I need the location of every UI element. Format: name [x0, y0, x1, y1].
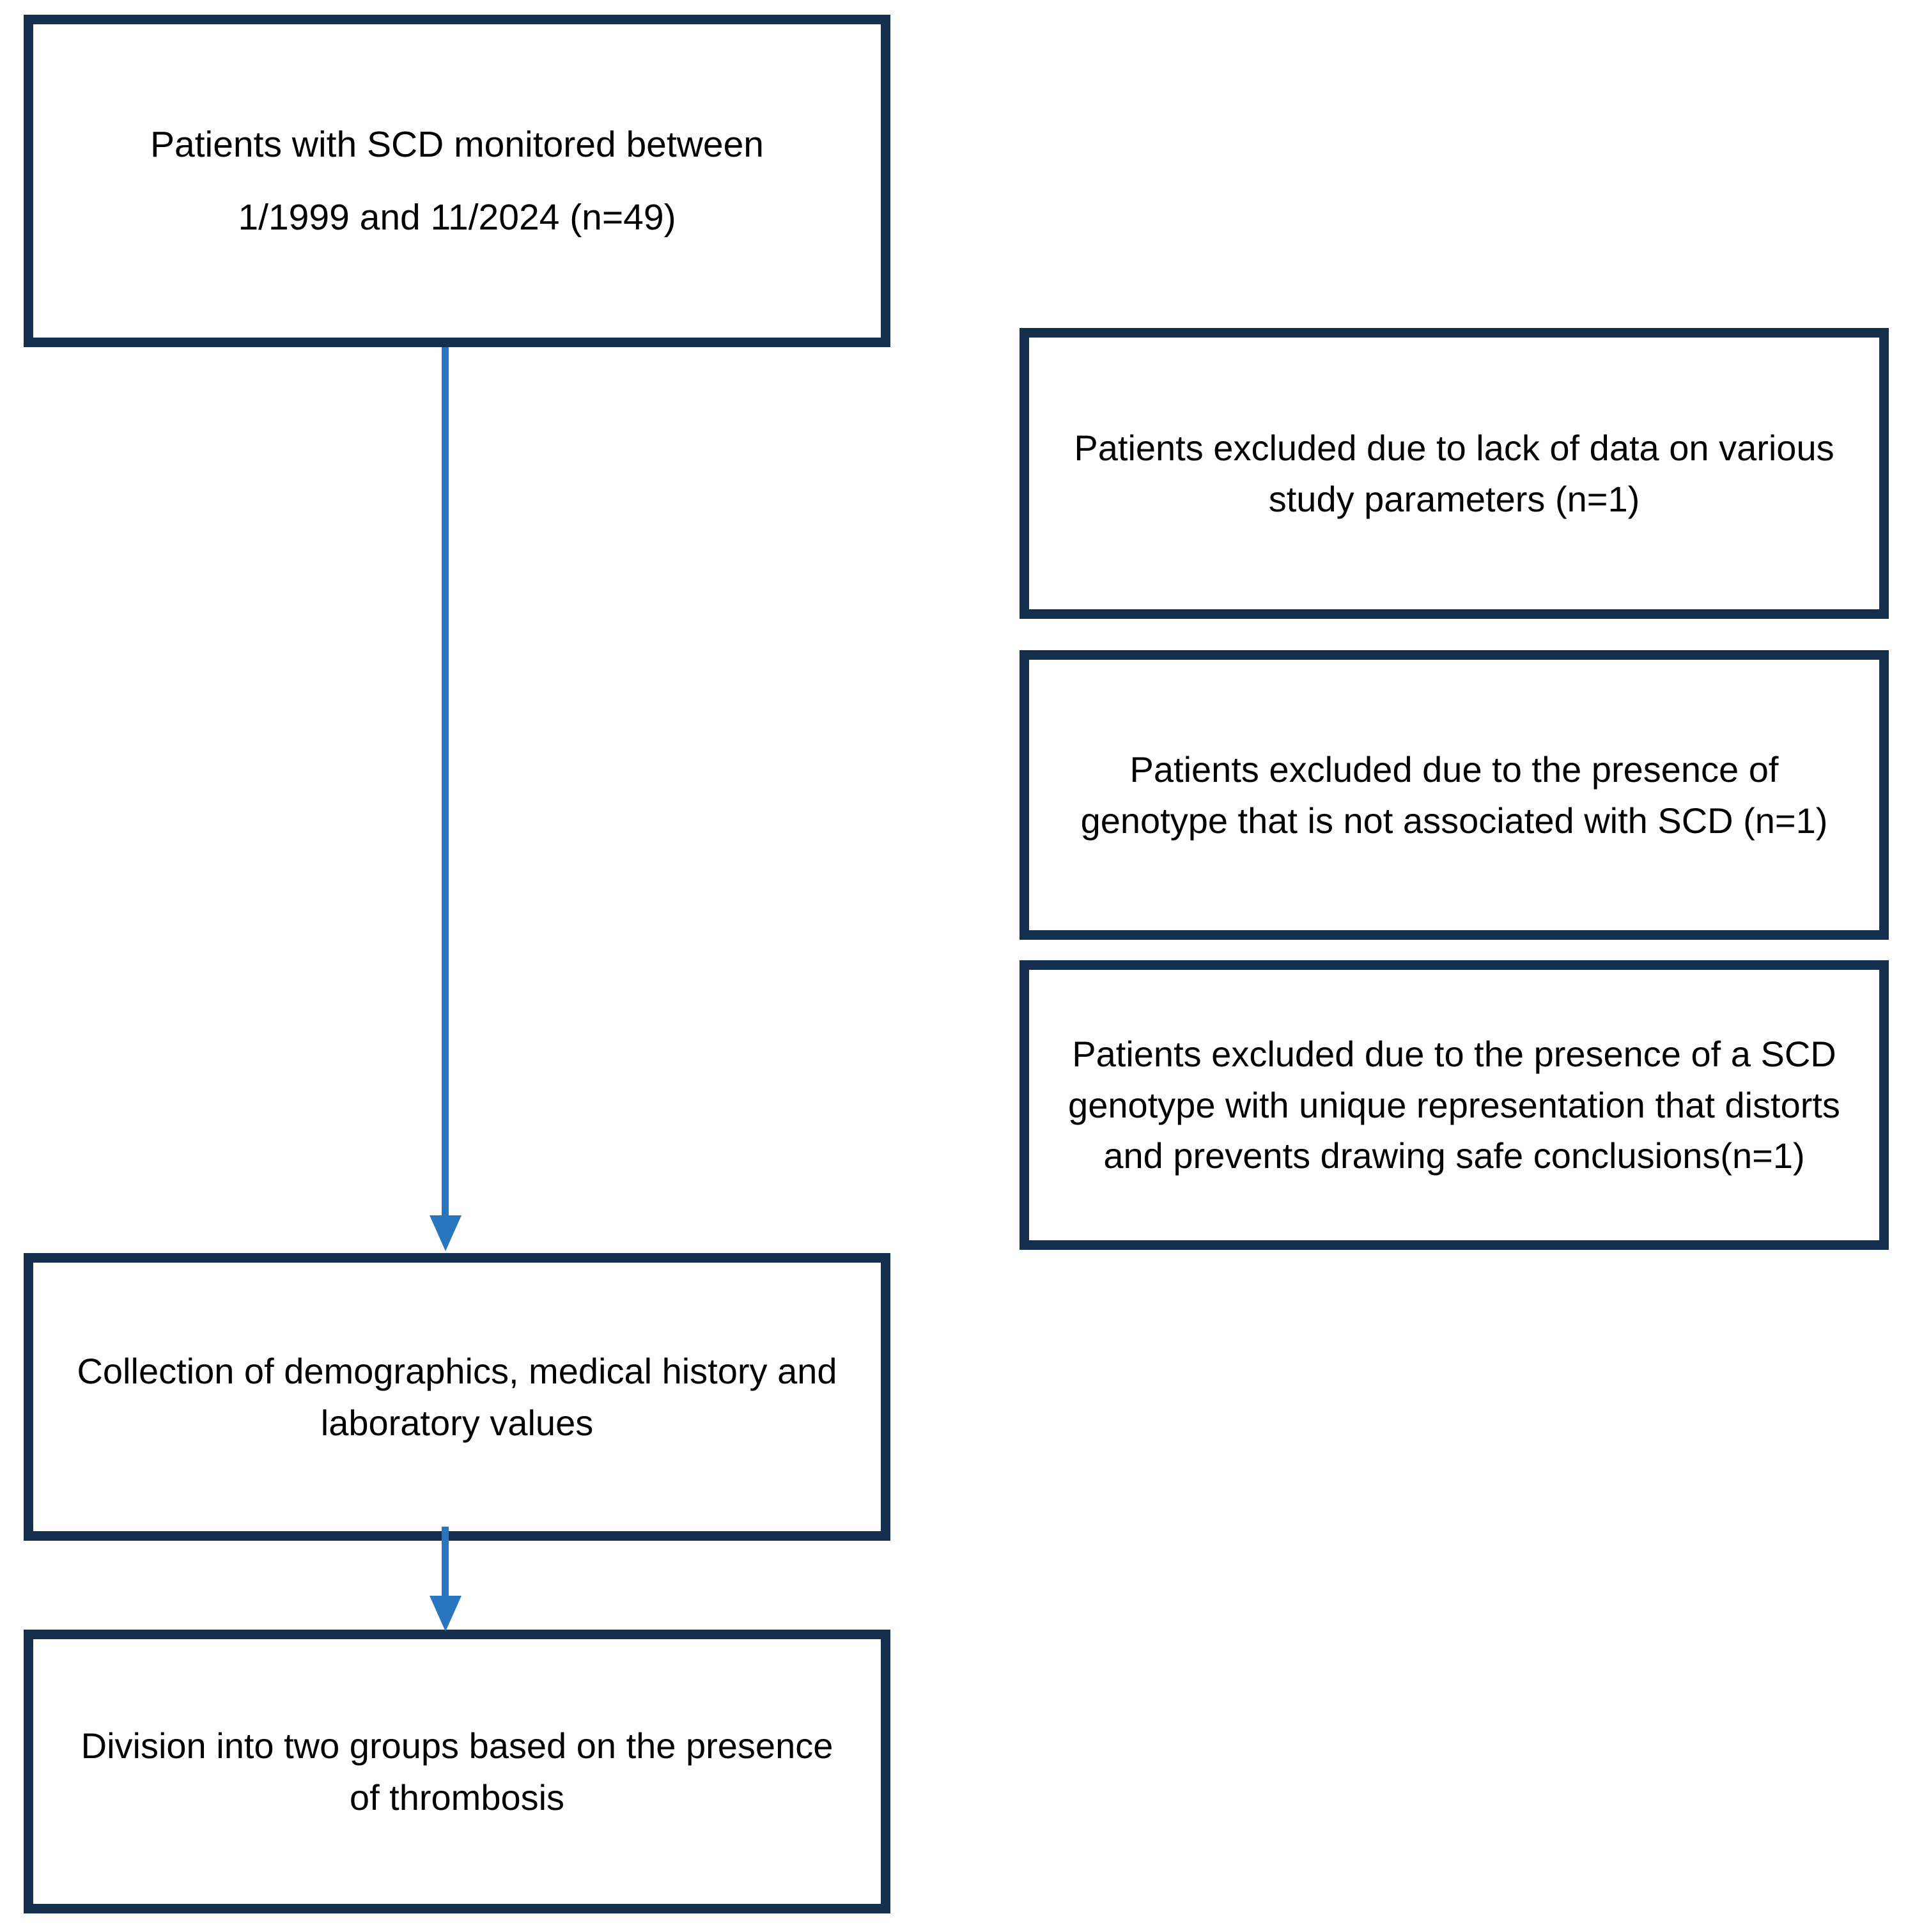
flow-box-excluded-lack-of-data: Patients excluded due to lack of data on…	[1020, 328, 1889, 619]
arrow-head-icon	[430, 1215, 461, 1251]
flow-box-collection-label: Collection of demographics, medical hist…	[77, 1350, 837, 1443]
flow-box-excluded-genotype-not-scd: Patients excluded due to the presence of…	[1020, 650, 1889, 940]
flow-box-excluded-lack-of-data-label: Patients excluded due to lack of data on…	[1074, 427, 1834, 519]
arrow-shaft	[442, 347, 449, 1217]
flow-box-division: Division into two groups based on the pr…	[24, 1630, 890, 1913]
flow-box-collection: Collection of demographics, medical hist…	[24, 1253, 890, 1541]
flow-box-cohort-label: Patients with SCD monitored between 1/19…	[150, 124, 764, 238]
flow-box-division-label: Division into two groups based on the pr…	[81, 1725, 833, 1818]
flow-box-excluded-unique-genotype-label: Patients excluded due to the presence of…	[1068, 1034, 1840, 1176]
flow-box-excluded-unique-genotype: Patients excluded due to the presence of…	[1020, 960, 1889, 1250]
flow-box-excluded-genotype-not-scd-label: Patients excluded due to the presence of…	[1080, 749, 1828, 841]
flow-box-cohort: Patients with SCD monitored between 1/19…	[24, 15, 890, 347]
arrow-head-icon	[430, 1596, 461, 1632]
